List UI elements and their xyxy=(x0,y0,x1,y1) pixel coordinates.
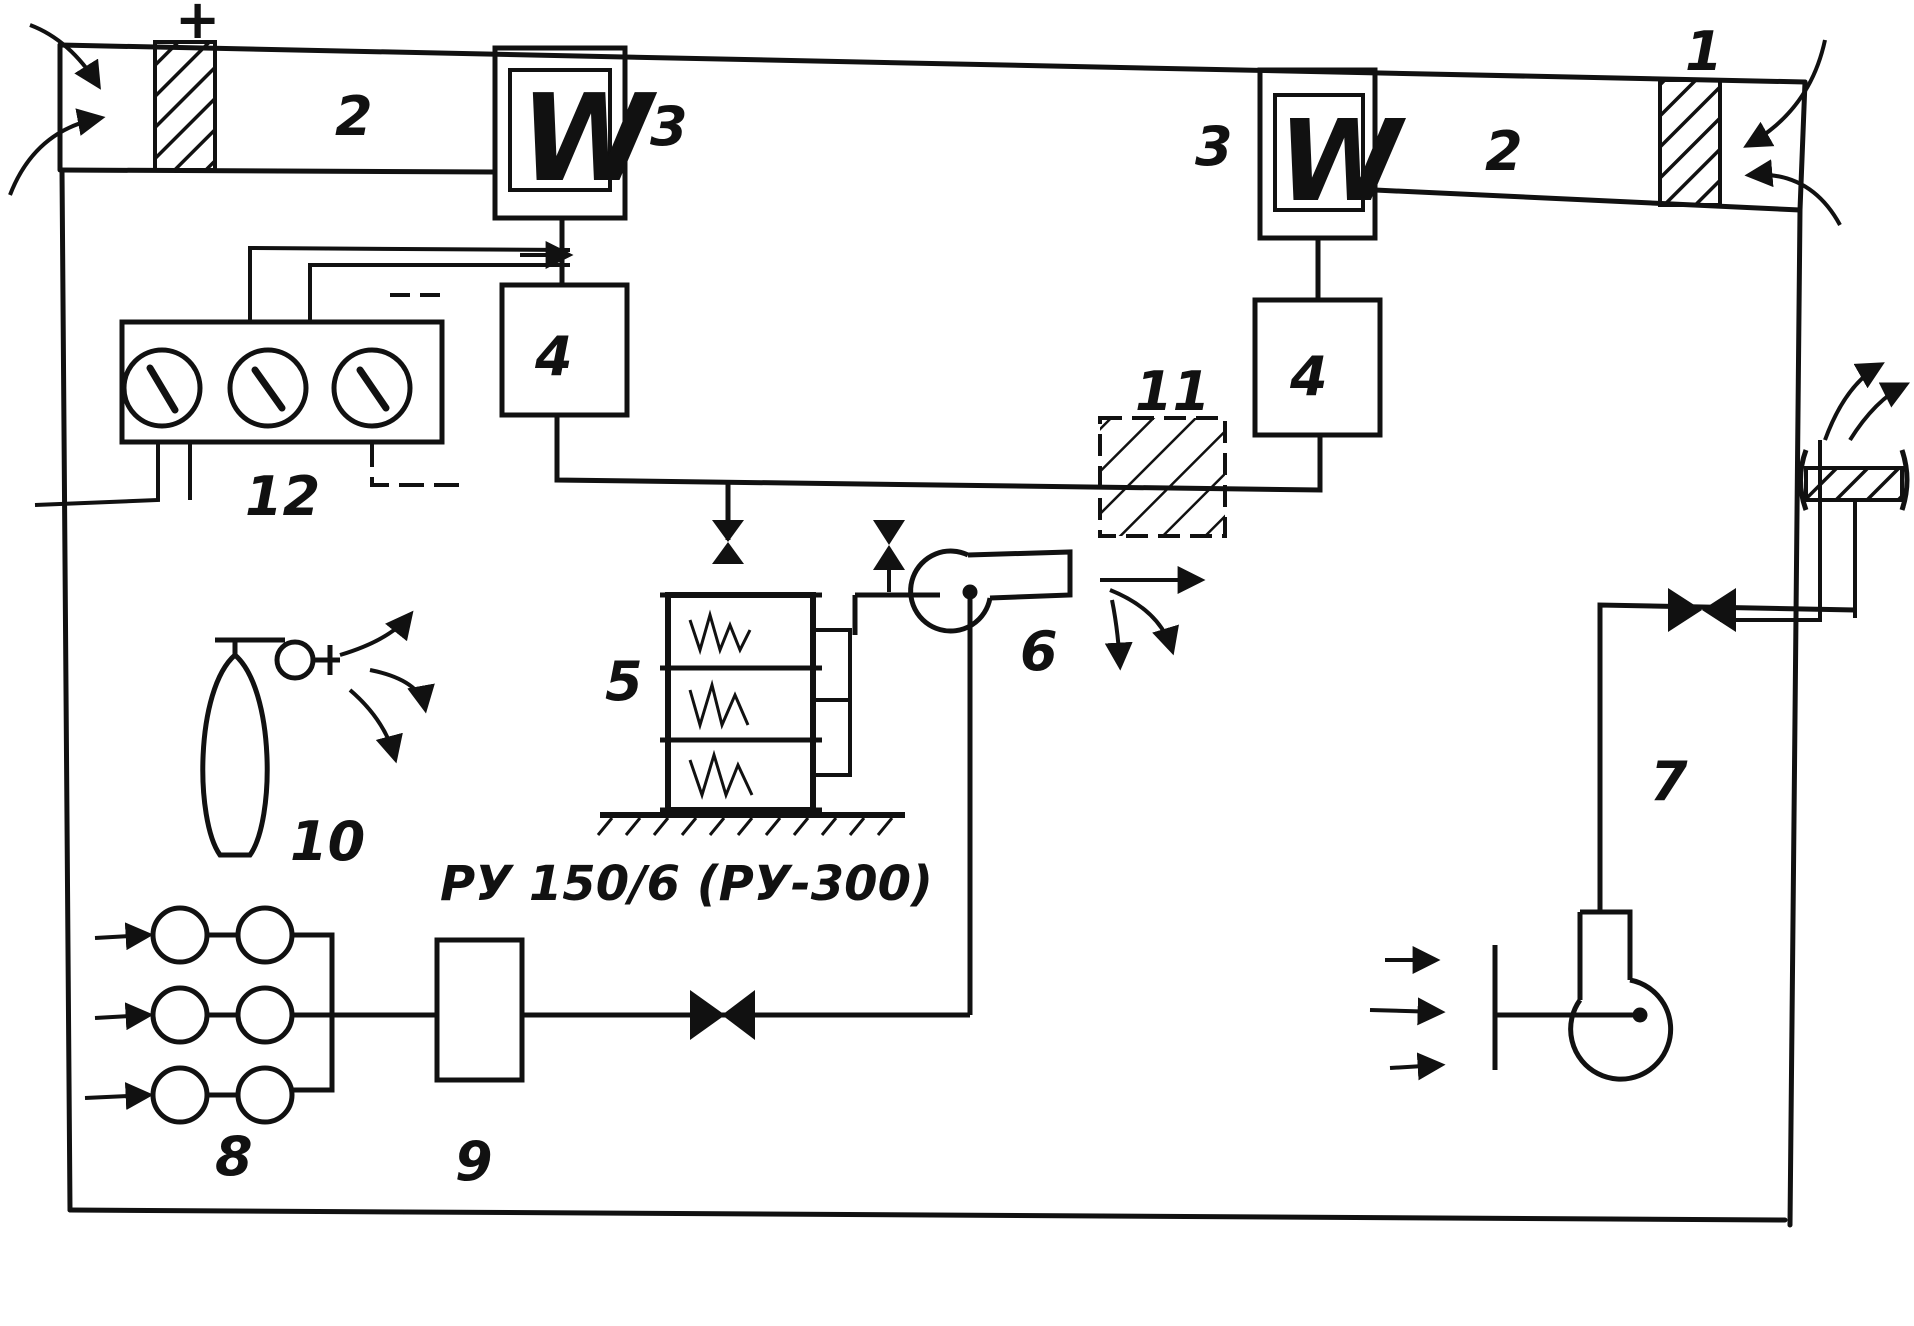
heater-left-glyph: W xyxy=(520,70,658,209)
label-control-unit-right: 4 xyxy=(1289,345,1328,408)
tank-stack xyxy=(596,592,905,836)
label-fan: 6 xyxy=(1020,620,1058,683)
valve-manifold xyxy=(712,520,744,564)
label-heater-right: 3 xyxy=(1195,115,1233,178)
label-control-unit-left: 4 xyxy=(534,325,573,388)
heater-left: W xyxy=(492,45,658,221)
intake-arrows-right xyxy=(1743,39,1842,226)
heater-control-links xyxy=(559,218,1321,300)
filter-right xyxy=(1658,78,1722,207)
label-cylinder-battery: 8 xyxy=(215,1125,253,1188)
filter-left xyxy=(153,40,217,172)
gas-cylinder xyxy=(200,637,340,858)
label-exhaust-fan: 7 xyxy=(1650,750,1688,813)
gas-release-arrows xyxy=(339,610,435,764)
label-gauge-panel: 12 xyxy=(245,465,320,528)
valve-reducer-line xyxy=(690,990,755,1040)
exhaust-inlet-arrows xyxy=(1369,946,1446,1081)
heater-right: W xyxy=(1257,67,1407,241)
reducer-caption: РУ 150/6 (РУ-300) xyxy=(440,856,933,912)
label-duct-right: 2 xyxy=(1485,120,1523,183)
intake-duct-right xyxy=(1374,187,1801,213)
fan xyxy=(852,548,1073,1015)
intake-arrows-left xyxy=(8,23,106,196)
exhaust-pipe xyxy=(1597,602,1856,912)
label-duct-left: 2 xyxy=(335,85,373,148)
intake-duct-left xyxy=(59,167,496,175)
exhaust-damper xyxy=(1720,440,1910,622)
gauge-signal-lines xyxy=(248,245,571,320)
label-gas-cylinder: 10 xyxy=(290,810,365,873)
reducer xyxy=(434,937,525,1083)
label-reducer: 9 xyxy=(455,1130,493,1193)
valve-exhaust-line xyxy=(1668,588,1736,632)
label-heater-left: 3 xyxy=(650,95,688,158)
battery-inlet-arrows xyxy=(84,922,154,1111)
filter-left-mark: + xyxy=(175,0,220,51)
heater-right-glyph: W xyxy=(1278,97,1407,227)
label-filter-unit: 11 xyxy=(1135,360,1210,423)
gauge-panel xyxy=(34,319,465,507)
filter-unit xyxy=(1098,416,1227,538)
room-outline xyxy=(57,42,1808,1228)
label-tank-stack: 5 xyxy=(605,650,643,713)
fan-discharge-arrows xyxy=(1100,566,1206,671)
cylinder-battery xyxy=(150,905,435,1125)
valve-fan-branch xyxy=(873,520,905,570)
exhaust-outlet-arrows xyxy=(1823,362,1911,442)
exhaust-fan xyxy=(1492,909,1674,1082)
label-filter: 1 xyxy=(1685,20,1723,83)
